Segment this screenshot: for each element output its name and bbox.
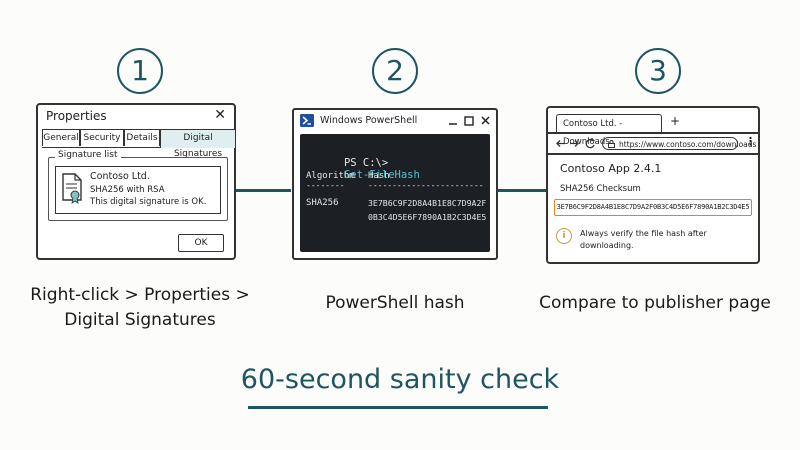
browser-window: Contoso Ltd. - Downloads + https://www.c… <box>546 106 760 264</box>
window-title: Windows PowerShell <box>320 115 418 126</box>
product-title: Contoso App 2.4.1 <box>560 162 662 175</box>
window-controls <box>449 116 490 126</box>
dialog-title: Properties <box>46 109 107 123</box>
row-hash-line-1: 3E7B6C9F2D8A4B1E8C7D9A2F <box>368 198 487 208</box>
tab-general[interactable]: General <box>42 129 80 146</box>
certificate-icon <box>62 173 82 204</box>
signature-algorithm: SHA256 with RSA <box>90 185 165 195</box>
row-algorithm: SHA256 <box>306 198 339 208</box>
tab-digital-signatures[interactable]: Digital Signatures <box>160 129 236 159</box>
prompt: PS C:\> <box>343 157 389 169</box>
row-hash-line-2: 0B3C4D5E6F7890A1B2C3D4E5 <box>368 212 487 222</box>
note-line-1: Always verify the file hash after <box>580 229 707 238</box>
signature-entry[interactable]: Contoso Ltd. SHA256 with RSA This digita… <box>55 166 221 214</box>
back-icon[interactable] <box>556 140 565 147</box>
nav-controls <box>556 138 595 149</box>
checksum-value[interactable]: 3E7B6C9F2D8A4B1E8C7D9A2F0B3C4D5E6F7890A1… <box>554 199 752 216</box>
properties-dialog: Properties ✕ General Security Details Di… <box>36 103 236 260</box>
caption-step-2: PowerShell hash <box>325 293 465 313</box>
address-bar[interactable]: https://www.contoso.com/downloads <box>602 137 756 150</box>
caption-step-1-line-1: Right-click > Properties > <box>30 285 250 305</box>
browser-tab[interactable]: Contoso Ltd. - Downloads <box>556 114 662 147</box>
tab-divider <box>548 132 758 134</box>
new-tab-button[interactable]: + <box>670 114 681 128</box>
powershell-titlebar: Windows PowerShell <box>294 110 496 132</box>
toolbar-divider <box>548 153 758 155</box>
lock-icon <box>608 140 615 148</box>
powershell-window: Windows PowerShell PS C:\> Get-FileHash … <box>292 108 498 260</box>
command: Get-FileHash <box>343 169 420 181</box>
connector-1-2 <box>236 189 291 192</box>
checksum-label: SHA256 Checksum <box>560 184 641 194</box>
group-label: Signature list <box>55 150 121 160</box>
console-output[interactable]: PS C:\> Get-FileHash Algorithm Hash ----… <box>300 134 490 252</box>
step-number-1: 1 <box>117 48 163 94</box>
forward-icon[interactable] <box>570 140 579 147</box>
column-algorithm: Algorithm <box>306 171 355 181</box>
footer-title: 60-second sanity check <box>240 364 560 395</box>
tab-bar: General Security Details Digital Signatu… <box>42 129 236 159</box>
close-icon[interactable] <box>481 116 490 125</box>
menu-icon[interactable]: ⋮ <box>745 135 756 148</box>
signature-list-group: Signature list Contoso Ltd. SHA256 with … <box>48 150 228 221</box>
tab-details[interactable]: Details <box>124 129 160 146</box>
footer-underline <box>248 406 548 409</box>
close-icon[interactable]: ✕ <box>214 107 226 123</box>
connector-2-3 <box>498 189 546 192</box>
step-number-2: 2 <box>372 48 418 94</box>
tab-security[interactable]: Security <box>80 129 124 146</box>
note-line-2: downloading. <box>580 241 634 250</box>
separator-hash: ------------------------ <box>368 181 484 190</box>
maximize-icon[interactable] <box>464 116 474 126</box>
signature-status: This digital signature is OK. <box>90 197 207 207</box>
separator-algorithm: -------- <box>306 181 345 190</box>
caption-step-1-line-2: Digital Signatures <box>64 310 216 330</box>
caption-step-3: Compare to publisher page <box>539 293 771 313</box>
powershell-icon <box>300 114 314 127</box>
reload-icon[interactable] <box>585 138 595 149</box>
caption-step-1: Right-click > Properties > Digital Signa… <box>20 283 260 333</box>
step-number-3: 3 <box>635 48 681 94</box>
info-icon: i <box>556 228 572 244</box>
signer-name: Contoso Ltd. <box>90 171 150 182</box>
ok-button[interactable]: OK <box>178 234 224 252</box>
url-text: https://www.contoso.com/downloads <box>619 140 757 149</box>
column-hash: Hash <box>368 171 390 181</box>
